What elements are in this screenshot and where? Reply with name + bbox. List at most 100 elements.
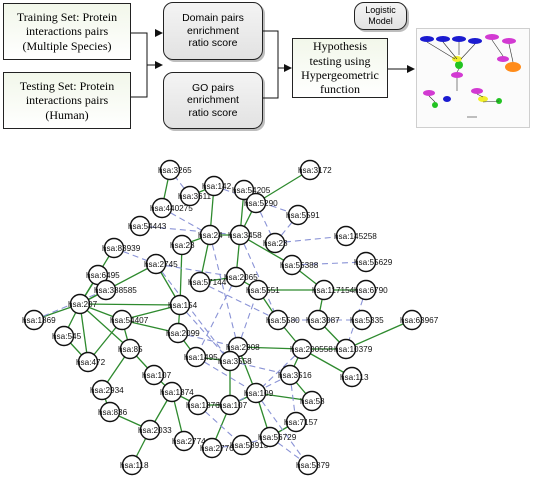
node-circle (301, 390, 323, 412)
dashed-edge (155, 263, 237, 278)
node-label: hsa:3087 (306, 316, 340, 325)
pipeline-connectors (131, 29, 415, 99)
network-node: hsa:388585 (94, 279, 137, 301)
dashed-edge (33, 289, 107, 321)
network-node: hsa:1495 (184, 346, 218, 368)
network-node: hsa:3611 (178, 185, 212, 207)
node-circle (199, 224, 221, 246)
network-node: hsa:5580 (266, 309, 300, 331)
node-circle (229, 224, 251, 246)
network-node: hsa:5290 (244, 192, 278, 214)
node-label: hsa:388585 (94, 286, 137, 295)
node-label: hsa:63967 (400, 316, 439, 325)
node-label: hsa:145258 (334, 232, 377, 241)
domain-pairs-label: Domain pairs enrichment ratio score (182, 12, 244, 50)
node-label: hsa:200558 (290, 345, 333, 354)
node-circle (121, 454, 143, 476)
node-label: hsa:55629 (354, 258, 393, 267)
solid-edge (237, 346, 303, 350)
dashed-edge (113, 247, 157, 265)
node-label: hsa:5335 (350, 316, 384, 325)
dashed-edge (195, 276, 237, 358)
network-node: hsa:2099 (166, 322, 200, 344)
node-circle (267, 309, 289, 331)
node-circle (203, 175, 225, 197)
node-label: hsa:58913 (230, 441, 269, 450)
node-circle (247, 279, 269, 301)
node-label: hsa:85 (118, 345, 143, 354)
node-circle (245, 382, 267, 404)
node-circle (233, 179, 255, 201)
node-label: hsa:23 (263, 239, 288, 248)
network-node: hsa:55629 (354, 251, 393, 273)
dashed-edge (155, 263, 231, 362)
node-label: hsa:5551 (246, 286, 280, 295)
node-label: hsa:3458 (228, 231, 262, 240)
network-node: hsa:207 (68, 293, 98, 315)
network-node: hsa:440275 (150, 197, 193, 219)
node-label: hsa:57144 (188, 278, 227, 287)
node-label: hsa:836 (98, 408, 128, 417)
network-node: hsa:200558 (290, 338, 333, 360)
dashed-edge (289, 374, 297, 423)
node-label: hsa:5580 (266, 316, 300, 325)
dashed-edge (269, 436, 309, 466)
node-circle (307, 309, 329, 331)
node-label: hsa:6495 (86, 271, 120, 280)
node-label: hsa:118 (120, 461, 149, 470)
node-circle (355, 279, 377, 301)
network-node: hsa:7157 (284, 411, 318, 433)
node-label: hsa:83939 (102, 244, 141, 253)
network-node: hsa:56729 (258, 426, 297, 448)
node-circle (401, 309, 423, 331)
dashed-edge (199, 281, 279, 321)
node-circle (351, 309, 373, 331)
node-circle (231, 434, 253, 456)
node-label: hsa:2774 (172, 437, 206, 446)
node-circle (189, 271, 211, 293)
network-node: hsa:2065 (224, 266, 258, 288)
network-node: hsa:54407 (110, 309, 149, 331)
node-circle (335, 338, 357, 360)
network-node: hsa:63967 (400, 309, 439, 331)
node-label: hsa:58 (300, 397, 325, 406)
solid-edge (79, 303, 131, 350)
node-label: hsa:5290 (244, 199, 278, 208)
dashed-edge (177, 332, 239, 348)
network-node: hsa:85 (118, 338, 143, 360)
node-label: hsa:142 (202, 182, 232, 191)
node-circle (355, 251, 377, 273)
network-node: hsa:1869 (22, 309, 56, 331)
node-circle (129, 215, 151, 237)
logistic-model-label: Logistic Model (365, 5, 396, 26)
dashed-edge (179, 304, 231, 362)
node-label: hsa:1874 (160, 388, 194, 397)
network-node: hsa:3172 (298, 159, 332, 181)
network-node: hsa:2033 (138, 419, 172, 441)
logistic-model-thumbnail (416, 28, 530, 128)
node-label: hsa:117154 (312, 286, 355, 295)
node-circle (91, 379, 113, 401)
node-circle (77, 351, 99, 373)
network-node: hsa:10379 (334, 338, 373, 360)
node-circle (111, 309, 133, 331)
node-circle (99, 401, 121, 423)
network-node: hsa:1874 (160, 381, 194, 403)
node-label: hsa:23 (170, 241, 195, 250)
network-node: hsa:54205 (232, 179, 271, 201)
training-set-label: Training Set: Protein interactions pairs… (16, 9, 118, 53)
dashed-edge (291, 261, 367, 266)
network-node: hsa:58913 (230, 434, 269, 456)
dashed-edge (239, 234, 279, 321)
network-node: hsa:3265 (158, 159, 192, 181)
node-label: hsa:56729 (258, 433, 297, 442)
node-circle (185, 346, 207, 368)
node-circle (313, 279, 335, 301)
node-circle (264, 232, 286, 254)
network-node: hsa:113 (340, 366, 369, 388)
pathway-diagram-image (420, 34, 521, 118)
node-label: hsa:107 (142, 371, 172, 380)
dashed-edge (274, 235, 347, 244)
network-node: hsa:107 (218, 394, 248, 416)
node-circle (335, 225, 357, 247)
